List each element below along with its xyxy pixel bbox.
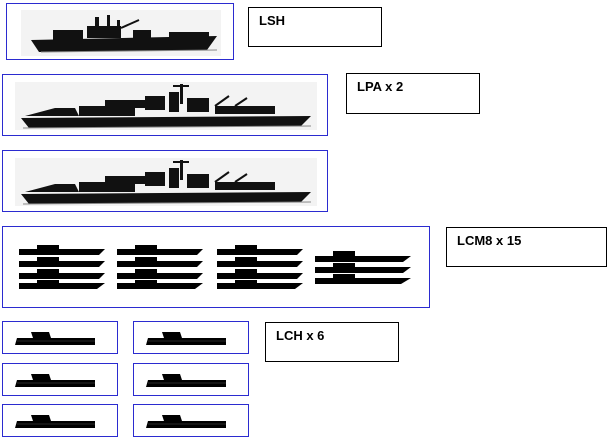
lpa-ship-box-2 — [2, 150, 328, 212]
lsh-ship-box — [6, 3, 234, 60]
lsh-ship-silhouette-icon — [21, 10, 221, 56]
lcm8-craft-box — [2, 226, 430, 308]
lcm8-landing-craft-icon — [315, 251, 411, 284]
lcm8-label: LCM8 x 15 — [446, 227, 607, 267]
lch-landing-craft-icon — [146, 331, 227, 346]
lch-landing-craft-icon — [15, 331, 96, 346]
lch-landing-craft-icon — [146, 414, 227, 429]
lch-landing-craft-icon — [146, 373, 227, 388]
lch-landing-craft-icon — [15, 414, 96, 429]
lch-craft-box-2 — [133, 321, 249, 354]
lcm8-landing-craft-icon — [117, 245, 203, 289]
lpa-label: LPA x 2 — [346, 73, 480, 114]
lcm8-landing-craft-icon — [19, 245, 105, 289]
lch-craft-box-1 — [2, 321, 118, 354]
lch-craft-box-5 — [2, 404, 118, 437]
lpa-ship-box-1 — [2, 74, 328, 136]
lch-craft-box-6 — [133, 404, 249, 437]
lcm8-landing-craft-icon — [217, 245, 303, 289]
lch-craft-box-3 — [2, 363, 118, 396]
lch-label: LCH x 6 — [265, 322, 399, 362]
lpa-ship-silhouette-icon — [15, 158, 317, 206]
lpa-ship-silhouette-icon — [15, 82, 317, 130]
lch-craft-box-4 — [133, 363, 249, 396]
lch-landing-craft-icon — [15, 373, 96, 388]
lsh-label: LSH — [248, 7, 382, 47]
